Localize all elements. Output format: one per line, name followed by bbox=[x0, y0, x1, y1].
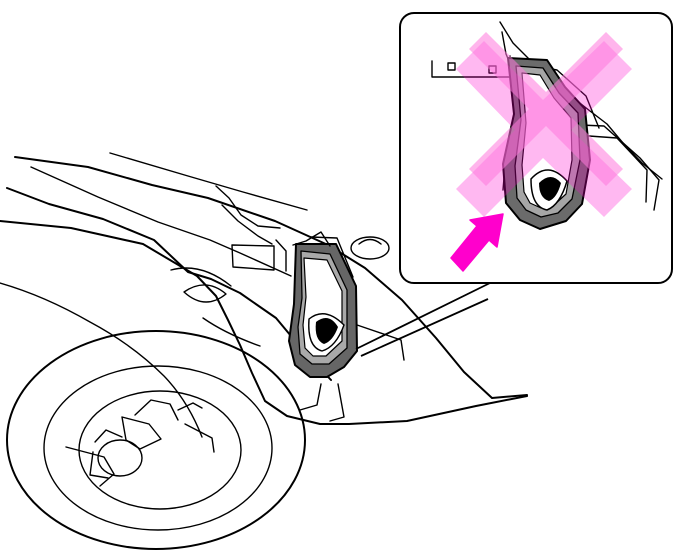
callout-leader bbox=[355, 282, 491, 357]
wheel bbox=[0, 282, 306, 550]
do-not-use-cross-icon bbox=[456, 41, 632, 217]
suspension-joint bbox=[183, 284, 227, 303]
mount-hole bbox=[350, 236, 390, 260]
towing-eyelet-bracket bbox=[288, 231, 358, 378]
pull-direction-arrow-icon bbox=[450, 213, 504, 272]
under-vehicle-panel bbox=[0, 152, 528, 425]
detail-callout-box bbox=[399, 12, 673, 284]
